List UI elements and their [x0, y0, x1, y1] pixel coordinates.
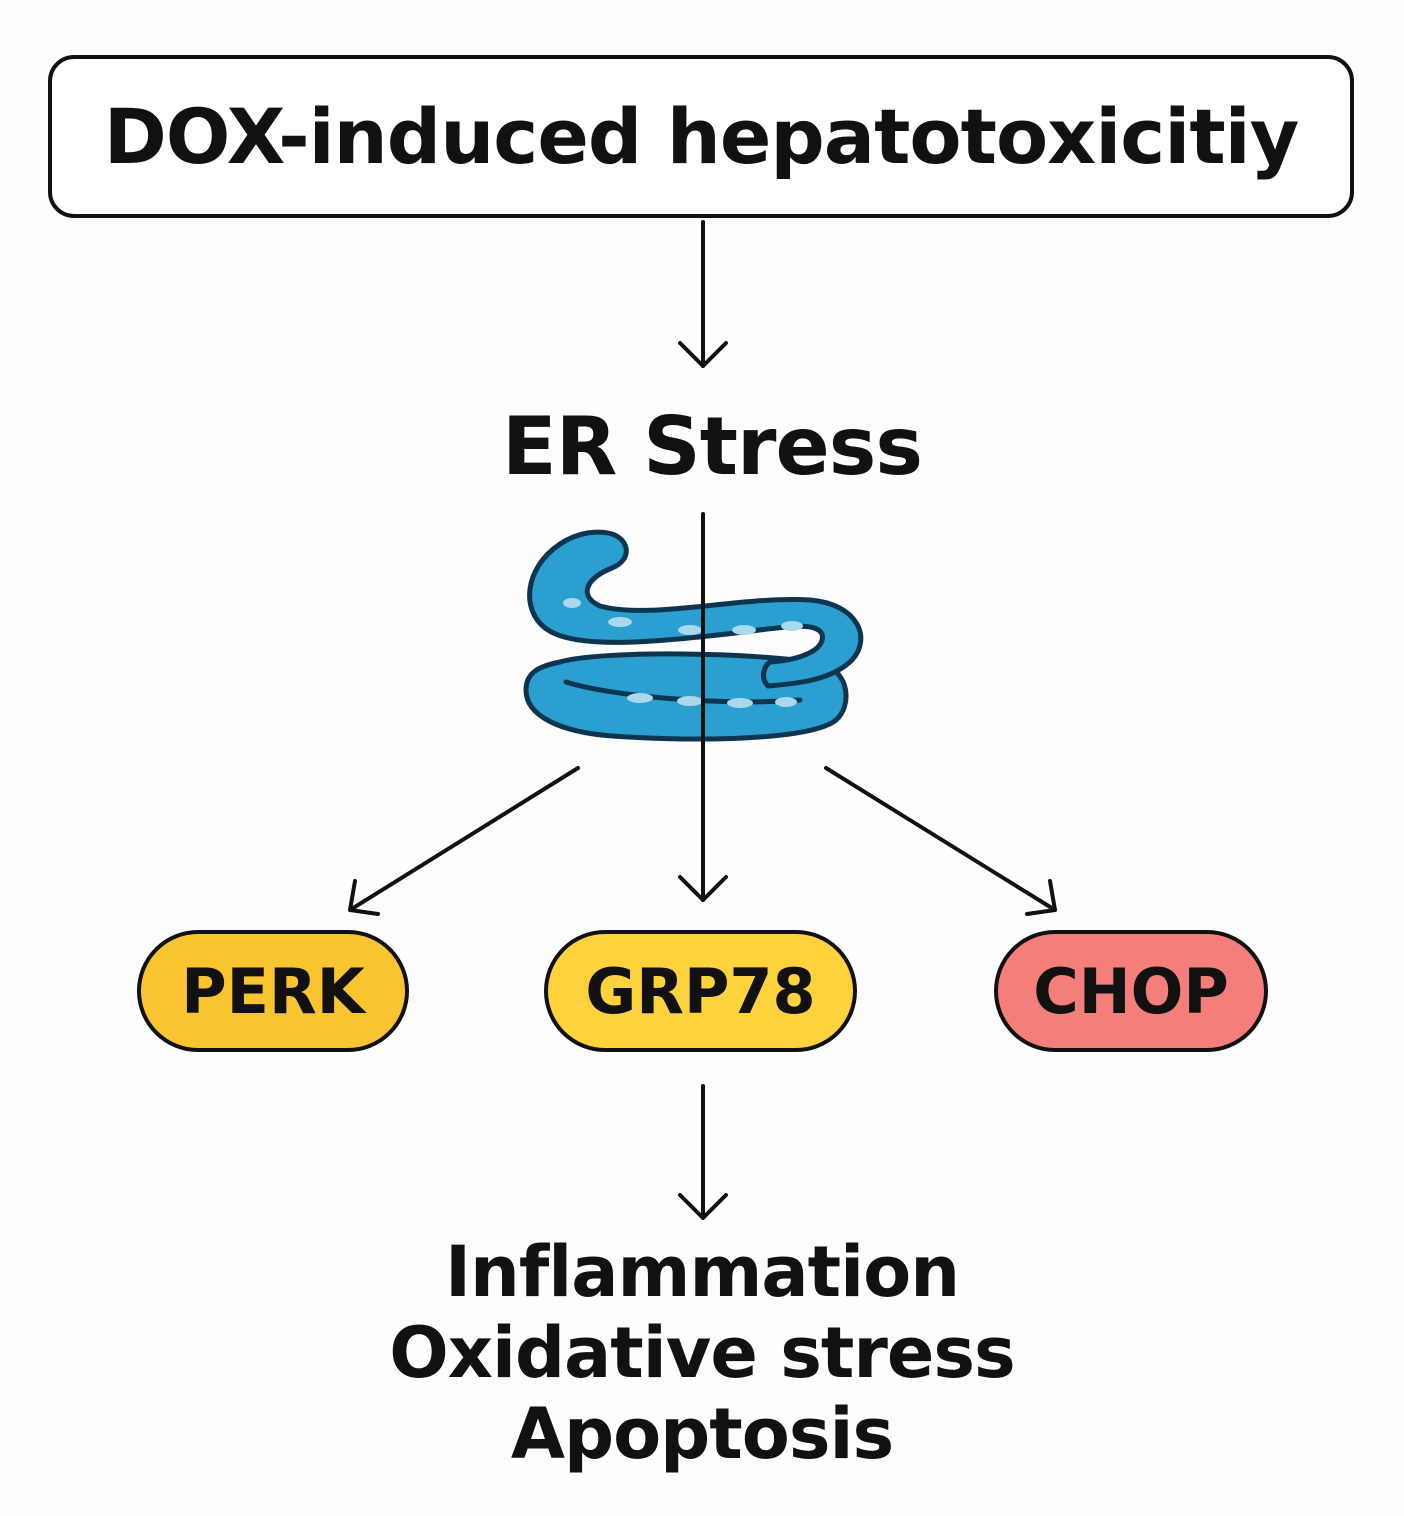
arrow-title-to-er-stress — [678, 220, 728, 368]
grp78-node: GRP78 — [544, 930, 857, 1052]
perk-node: PERK — [137, 930, 409, 1052]
outcome-inflammation: Inflammation — [444, 1231, 960, 1313]
outcome-oxidative-stress: Oxidative stress — [389, 1312, 1015, 1394]
er-upper-cisterna — [527, 529, 864, 689]
title-box: DOX-induced hepatotoxicitiy — [48, 55, 1354, 218]
arrow-grp78-to-outcomes — [678, 1084, 728, 1220]
er-stress-label: ER Stress — [502, 400, 923, 493]
arrow-er-stress-to-chop — [824, 766, 1057, 916]
outcome-apoptosis: Apoptosis — [510, 1393, 894, 1475]
arrow-er-stress-to-perk — [348, 766, 580, 916]
diagram-title: DOX-induced hepatotoxicitiy — [103, 92, 1300, 181]
outcomes-list: Inflammation Oxidative stress Apoptosis — [352, 1232, 1052, 1475]
chop-node: CHOP — [994, 930, 1268, 1052]
